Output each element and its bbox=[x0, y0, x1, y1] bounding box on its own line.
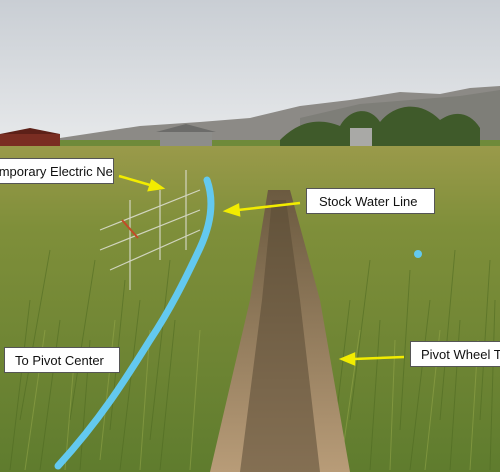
label-pivot-wheel-track: Pivot Wheel Track bbox=[410, 341, 500, 367]
tree-line bbox=[280, 106, 480, 146]
arrow-to-net bbox=[118, 174, 151, 187]
water-line-path bbox=[54, 176, 215, 470]
label-stock-water-line: Stock Water Line bbox=[306, 188, 435, 214]
red-barn bbox=[0, 134, 60, 148]
arrow-to-water-line bbox=[237, 201, 301, 212]
arrow-to-wheel-track bbox=[353, 355, 405, 361]
arrow-head-net bbox=[147, 179, 166, 192]
arrow-head-wheel bbox=[338, 352, 356, 366]
label-to-pivot-center: To Pivot Center bbox=[4, 347, 120, 373]
arrow-head-water bbox=[222, 203, 241, 217]
label-temporary-electric-net: Temporary Electric Net bbox=[0, 158, 114, 184]
farm-building bbox=[160, 132, 212, 150]
farm-house bbox=[350, 128, 372, 146]
water-marker bbox=[414, 250, 422, 258]
electric-net bbox=[99, 170, 201, 290]
